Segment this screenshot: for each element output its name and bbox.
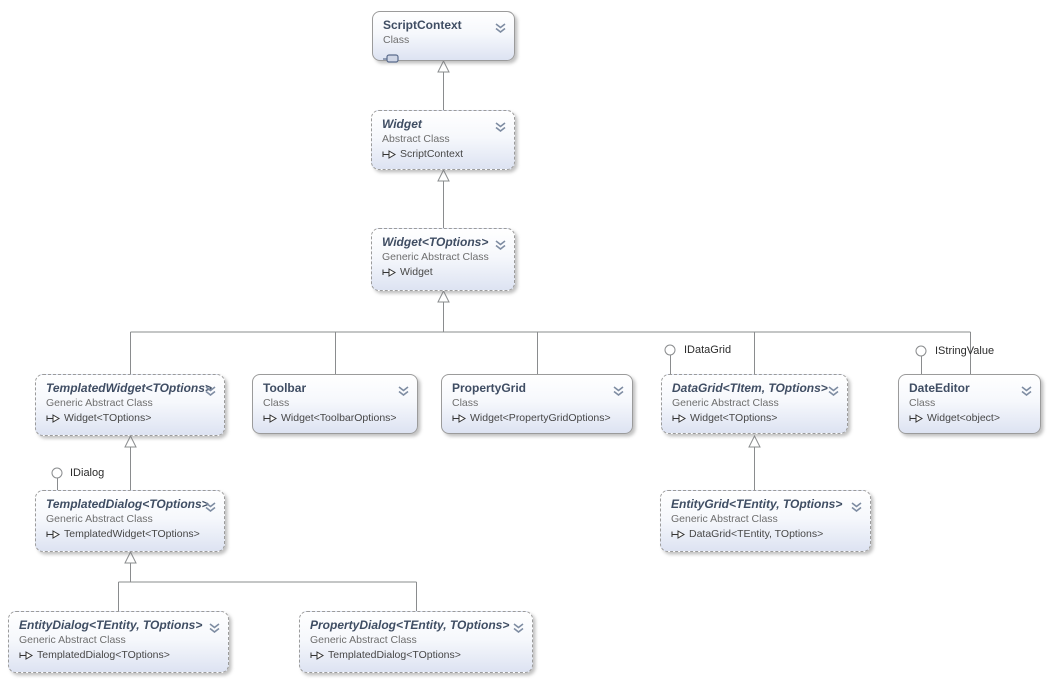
- collapse-chevron-icon[interactable]: [495, 119, 506, 133]
- class-kind-label: Generic Abstract Class: [382, 251, 489, 263]
- class-node-toolbar[interactable]: Toolbar Class Widget<ToolbarOptions>: [252, 374, 418, 434]
- class-kind-label: Abstract Class: [382, 133, 450, 145]
- base-type-row: Widget<object>: [909, 412, 1031, 425]
- class-title: TemplatedWidget<TOptions>: [46, 381, 212, 395]
- collapse-chevron-icon[interactable]: [851, 499, 862, 513]
- class-kind-label: Generic Abstract Class: [19, 634, 126, 646]
- base-type-row: TemplatedDialog<TOptions>: [19, 649, 219, 662]
- inherits-arrow-icon: [310, 649, 324, 662]
- class-title: PropertyGrid: [452, 381, 527, 395]
- class-kind-label: Class: [909, 397, 936, 409]
- class-kind-label: Generic Abstract Class: [671, 513, 778, 525]
- collapse-chevron-icon[interactable]: [495, 237, 506, 251]
- class-node-widget-toptions[interactable]: Widget<TOptions> Generic Abstract Class …: [371, 228, 515, 291]
- base-type-label: Widget<ToolbarOptions>: [281, 412, 397, 424]
- collapse-chevron-icon[interactable]: [828, 383, 839, 397]
- class-node-scriptcontext[interactable]: ScriptContext Class: [372, 11, 515, 63]
- base-type-row: Widget<TOptions>: [672, 412, 838, 425]
- inherits-arrow-icon: [382, 266, 396, 279]
- class-title: EntityDialog<TEntity, TOptions>: [19, 618, 203, 632]
- collapse-chevron-icon[interactable]: [209, 620, 220, 634]
- interface-label: IDialog: [70, 467, 105, 479]
- inheritance-triangle-icon: [437, 59, 450, 73]
- base-type-row: Widget<ToolbarOptions>: [263, 412, 408, 425]
- class-node-entitydialog[interactable]: EntityDialog<TEntity, TOptions> Generic …: [8, 611, 229, 673]
- class-node-propertydialog[interactable]: PropertyDialog<TEntity, TOptions> Generi…: [299, 611, 533, 673]
- class-title: TemplatedDialog<TOptions>: [46, 497, 209, 511]
- class-node-propertygrid[interactable]: PropertyGrid Class Widget<PropertyGridOp…: [441, 374, 633, 434]
- base-type-label: Widget<object>: [927, 412, 1000, 424]
- base-type-label: TemplatedWidget<TOptions>: [64, 528, 200, 540]
- base-type-row: TemplatedDialog<TOptions>: [310, 649, 523, 662]
- class-kind-label: Generic Abstract Class: [46, 397, 153, 409]
- class-node-entitygrid[interactable]: EntityGrid<TEntity, TOptions> Generic Ab…: [660, 490, 871, 552]
- class-node-datagrid[interactable]: DataGrid<TItem, TOptions> Generic Abstra…: [661, 374, 848, 434]
- inheritance-triangle-icon: [437, 289, 450, 303]
- class-title: Toolbar: [263, 381, 307, 395]
- class-kind-label: Class: [263, 397, 290, 409]
- class-node-templatedwidget[interactable]: TemplatedWidget<TOptions> Generic Abstra…: [35, 374, 225, 436]
- base-type-label: TemplatedDialog<TOptions>: [37, 649, 170, 661]
- inherits-arrow-icon: [671, 528, 685, 541]
- base-type-row: Widget<PropertyGridOptions>: [452, 412, 623, 425]
- base-type-label: DataGrid<TEntity, TOptions>: [689, 528, 824, 540]
- class-node-templateddialog[interactable]: TemplatedDialog<TOptions> Generic Abstra…: [35, 490, 225, 552]
- interface-circle-icon: [51, 467, 63, 479]
- class-node-widget[interactable]: Widget Abstract Class ScriptContext: [371, 110, 515, 170]
- inherits-arrow-icon: [46, 528, 60, 541]
- class-title: ScriptContext: [383, 18, 462, 32]
- collapse-chevron-icon[interactable]: [398, 383, 409, 397]
- inheritance-triangle-icon: [437, 168, 450, 182]
- class-title: PropertyDialog<TEntity, TOptions>: [310, 618, 510, 632]
- inheritance-triangle-icon: [748, 434, 761, 448]
- inherits-arrow-icon: [909, 412, 923, 425]
- inherits-arrow-icon: [672, 412, 686, 425]
- inherits-arrow-icon: [19, 649, 33, 662]
- base-type-row: DataGrid<TEntity, TOptions>: [671, 528, 861, 541]
- base-type-row: Widget<TOptions>: [46, 412, 215, 425]
- class-title: Widget: [382, 117, 422, 131]
- collapse-chevron-icon[interactable]: [513, 620, 524, 634]
- collapse-chevron-icon[interactable]: [1021, 383, 1032, 397]
- inherits-arrow-icon: [46, 412, 60, 425]
- inherits-arrow-icon: [263, 412, 277, 425]
- interface-label: IStringValue: [935, 345, 995, 357]
- class-kind-label: Class: [383, 34, 410, 46]
- class-kind-label: Generic Abstract Class: [310, 634, 417, 646]
- class-title: DateEditor: [909, 381, 970, 395]
- base-type-label: Widget<TOptions>: [690, 412, 778, 424]
- interface-label: IDataGrid: [684, 344, 732, 356]
- class-title: Widget<TOptions>: [382, 235, 489, 249]
- base-type-label: TemplatedDialog<TOptions>: [328, 649, 461, 661]
- base-type-row: TemplatedWidget<TOptions>: [46, 528, 215, 541]
- collapse-chevron-icon[interactable]: [495, 20, 506, 34]
- inherits-arrow-icon: [382, 148, 396, 161]
- class-kind-label: Generic Abstract Class: [672, 397, 779, 409]
- class-kind-label: Generic Abstract Class: [46, 513, 153, 525]
- base-type-row: ScriptContext: [382, 148, 505, 161]
- inheritance-triangle-icon: [124, 434, 137, 448]
- class-title: DataGrid<TItem, TOptions>: [672, 381, 828, 395]
- class-node-dateeditor[interactable]: DateEditor Class Widget<object>: [898, 374, 1041, 434]
- interface-circle-icon: [915, 345, 927, 357]
- collapse-chevron-icon[interactable]: [205, 499, 216, 513]
- base-type-label: Widget<TOptions>: [64, 412, 152, 424]
- base-type-label: Widget<PropertyGridOptions>: [470, 412, 611, 424]
- base-type-label: Widget: [400, 266, 433, 278]
- interface-circle-icon: [664, 344, 676, 356]
- inherits-arrow-icon: [452, 412, 466, 425]
- collapse-chevron-icon[interactable]: [205, 383, 216, 397]
- collapse-chevron-icon[interactable]: [613, 383, 624, 397]
- base-type-row: Widget: [382, 266, 505, 279]
- class-title: EntityGrid<TEntity, TOptions>: [671, 497, 843, 511]
- inheritance-triangle-icon: [124, 550, 137, 564]
- class-kind-label: Class: [452, 397, 479, 409]
- base-type-label: ScriptContext: [400, 148, 464, 160]
- collapsed-members-icon[interactable]: [383, 50, 505, 63]
